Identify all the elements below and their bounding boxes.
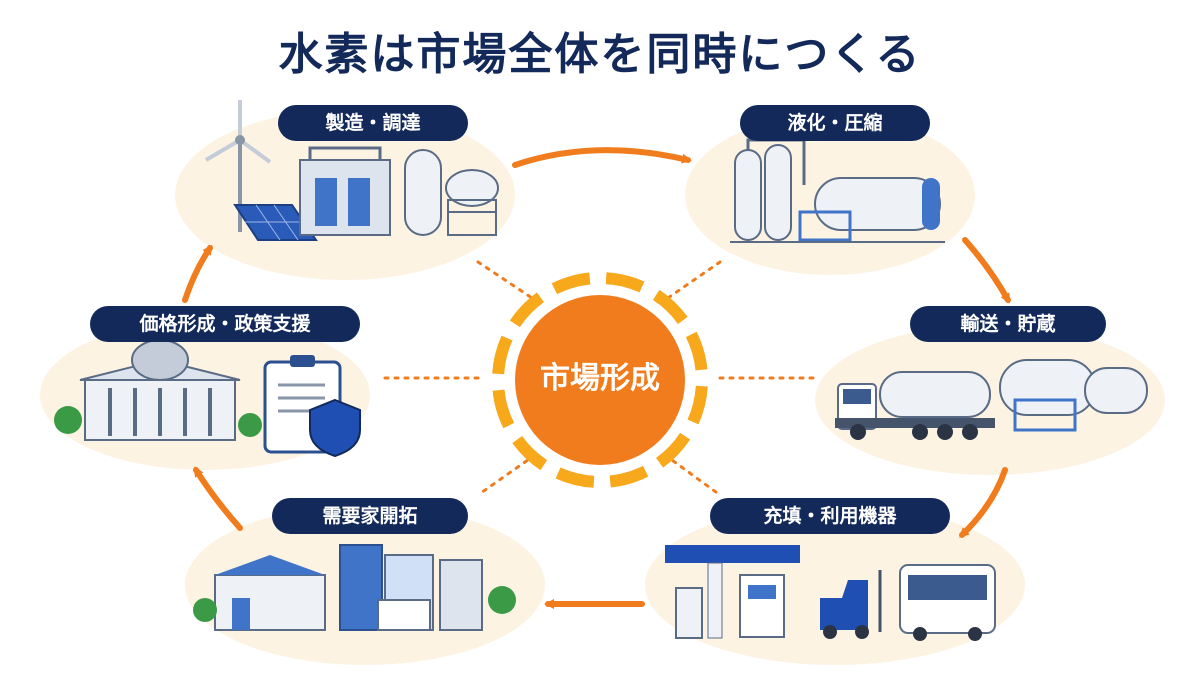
arrow-transport-to-fueling bbox=[959, 467, 1008, 538]
stage-label-production: 製造・調達 bbox=[278, 105, 468, 141]
connector-production bbox=[476, 260, 537, 302]
tree-icon bbox=[488, 586, 516, 614]
ring-segment bbox=[652, 289, 688, 324]
liquefaction-illustration bbox=[730, 138, 945, 243]
ring-segment bbox=[509, 292, 544, 328]
center-circle bbox=[515, 295, 685, 465]
electrolyzer-icon bbox=[299, 159, 391, 236]
shield-icon bbox=[309, 398, 361, 458]
stage-label-policy: 価格形成・政策支援 bbox=[90, 306, 360, 342]
factory-icon bbox=[214, 574, 326, 631]
ring-segment bbox=[492, 389, 515, 429]
compressor-tower-icon bbox=[734, 149, 762, 241]
station-canopy-icon bbox=[665, 545, 800, 563]
ring-segment bbox=[656, 432, 691, 468]
arrow-production-to-liquefaction bbox=[512, 147, 692, 168]
production-illustration bbox=[204, 100, 499, 241]
stage-label-demand: 需要家開拓 bbox=[272, 498, 468, 534]
ring-segment bbox=[555, 467, 595, 488]
center-ring bbox=[492, 272, 708, 488]
storage-tank-icon bbox=[814, 177, 941, 231]
stage-label-liquefaction: 液化・圧縮 bbox=[740, 105, 930, 141]
ring-segment bbox=[512, 436, 548, 471]
transport-illustration bbox=[835, 359, 1148, 440]
ring-segment bbox=[609, 465, 649, 488]
page-title: 水素は市場全体を同時につくる bbox=[278, 29, 922, 80]
office-tower-icon bbox=[339, 544, 383, 631]
ring-segment bbox=[492, 335, 513, 375]
tank-icon bbox=[404, 149, 442, 236]
center-label: 市場形成 bbox=[540, 361, 660, 396]
stage-label-fueling: 充填・利用機器 bbox=[710, 498, 950, 534]
demand-illustration bbox=[193, 544, 516, 631]
ring-segment bbox=[605, 272, 645, 293]
forklift-icon bbox=[820, 580, 868, 630]
connector-fueling bbox=[663, 453, 722, 497]
policy-illustration bbox=[54, 339, 361, 458]
stage-label-transport: 輸送・貯蔵 bbox=[910, 306, 1106, 342]
ring-segment bbox=[687, 385, 708, 425]
dispenser-icon bbox=[675, 587, 703, 639]
ring-segment bbox=[551, 272, 591, 295]
connector-liquefaction bbox=[663, 260, 722, 302]
ring-segment bbox=[685, 331, 708, 371]
tanker-trailer-icon bbox=[879, 371, 991, 418]
arrow-liquefaction-to-transport bbox=[962, 237, 1011, 304]
fueling-illustration bbox=[665, 545, 996, 641]
connector-demand bbox=[476, 453, 537, 497]
arrow-policy-to-production bbox=[182, 244, 213, 303]
arrow-demand-to-policy bbox=[193, 466, 243, 531]
